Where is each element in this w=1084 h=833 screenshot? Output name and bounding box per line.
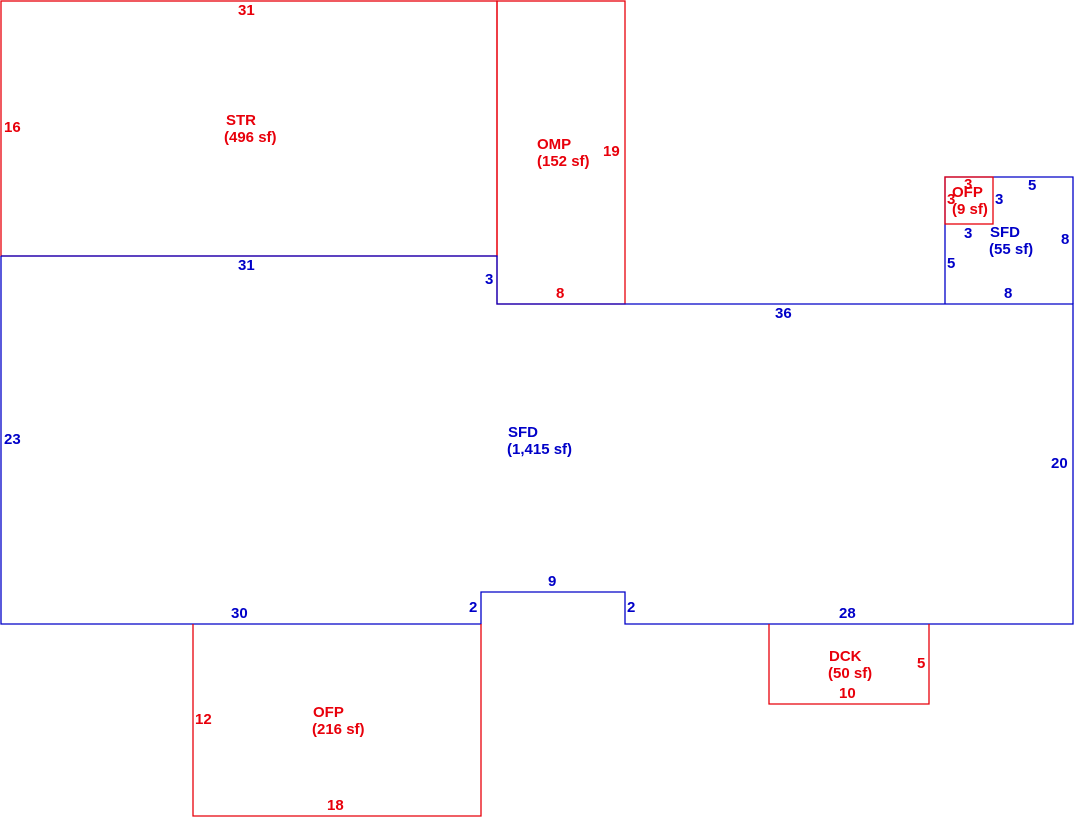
- sfd-bottom-right-dim: 28: [839, 605, 856, 622]
- sfd-main-code-label: SFD: [508, 424, 538, 441]
- ofp-large-outline: [192, 624, 482, 817]
- omp-area-label: (152 sf): [537, 153, 590, 170]
- sfd-small-area-label: (55 sf): [989, 241, 1033, 258]
- sfd-bottom-left-dim: 30: [231, 605, 248, 622]
- str-area-label: (496 sf): [224, 129, 277, 146]
- ofp-small-left-dim: 3: [947, 191, 955, 208]
- ofp-large-area-label: (216 sf): [312, 721, 365, 738]
- sfd-small-code-label: SFD: [990, 224, 1020, 241]
- sfd-main-area-label: (1,415 sf): [507, 441, 572, 458]
- str-code-label: STR: [226, 112, 256, 129]
- ofp-small-area-label: (9 sf): [952, 201, 988, 218]
- sfd-small-outline: [944, 176, 1074, 304]
- omp-bottom-dim: 8: [556, 285, 564, 302]
- sfd-small-left-dim: 5: [947, 255, 955, 272]
- ofp-small-top-dim: 3: [964, 176, 972, 193]
- ofp-large-bottom-dim: 18: [327, 797, 344, 814]
- omp-right-dim: 19: [603, 143, 620, 160]
- sfd-small-inner-horizontal-dim: 3: [964, 225, 972, 242]
- dck-outline: [768, 624, 930, 705]
- ofp-small-code-label: OFP: [952, 184, 983, 201]
- str-left-dim: 16: [4, 119, 21, 136]
- dck-code-label: DCK: [829, 648, 862, 665]
- str-top-dim: 31: [238, 2, 255, 19]
- sfd-left-dim: 23: [4, 431, 21, 448]
- sfd-step-dim: 3: [485, 271, 493, 288]
- omp-code-label: OMP: [537, 136, 571, 153]
- sfd-small-right-dim: 8: [1061, 231, 1069, 248]
- sfd-main-outline: [0, 255, 1074, 625]
- dck-bottom-dim: 10: [839, 685, 856, 702]
- dck-right-dim: 5: [917, 655, 925, 672]
- dck-area-label: (50 sf): [828, 665, 872, 682]
- sfd-small-top-dim: 5: [1028, 177, 1036, 194]
- ofp-large-code-label: OFP: [313, 704, 344, 721]
- sfd-notch-top-dim: 9: [548, 573, 556, 590]
- sfd-small-inner-vertical-dim: 3: [995, 191, 1003, 208]
- sfd-small-bottom-dim: 8: [1004, 285, 1012, 302]
- sfd-top-mid-dim: 36: [775, 305, 792, 322]
- sfd-right-dim: 20: [1051, 455, 1068, 472]
- sfd-top-left-dim: 31: [238, 257, 255, 274]
- sfd-notch-left-dim: 2: [469, 599, 477, 616]
- ofp-large-left-dim: 12: [195, 711, 212, 728]
- ofp-small-outline: [944, 176, 994, 225]
- sfd-notch-right-dim: 2: [627, 599, 635, 616]
